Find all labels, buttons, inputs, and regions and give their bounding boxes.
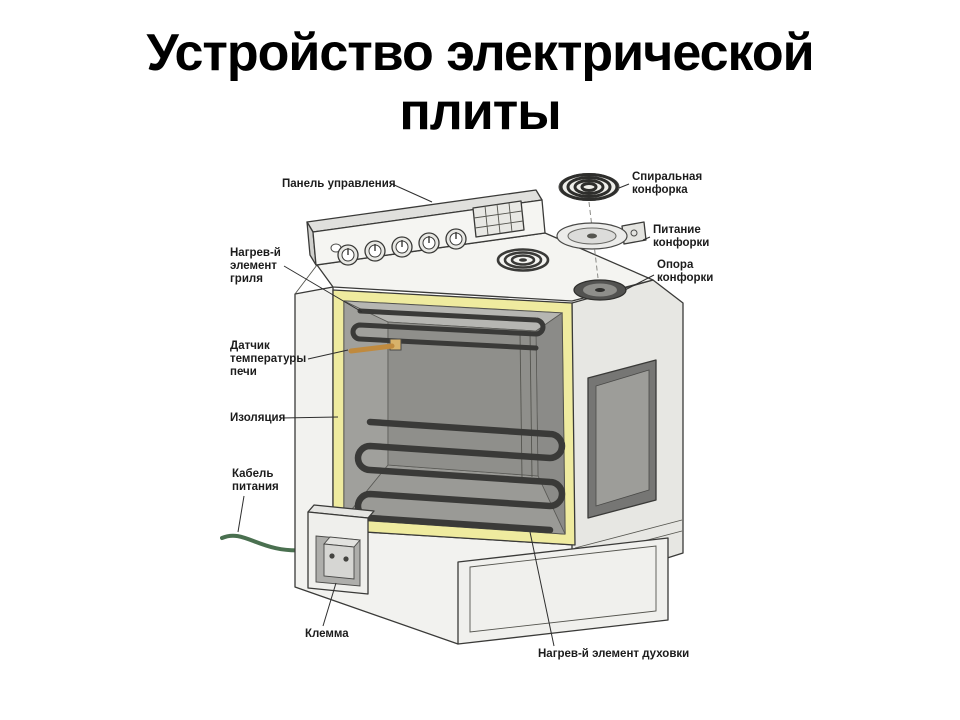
leader-control-panel (391, 183, 433, 203)
stove-diagram: Панель управления Спиральная конфорка Пи… (220, 160, 750, 705)
leader-terminal (322, 582, 337, 627)
control-knob (418, 232, 440, 254)
control-knob (391, 236, 413, 258)
label-control-panel: Панель управления (282, 178, 396, 190)
control-panel (306, 189, 546, 266)
burner-ring (510, 254, 536, 266)
label-temp-sensor-1: Датчик (230, 340, 270, 352)
label-temp-sensor-3: печи (230, 366, 257, 378)
terminal-screw (329, 553, 335, 559)
clock-display (472, 200, 525, 238)
label-oven-element: Нагрев-й элемент духовки (538, 648, 689, 660)
stove-illustration: Панель управления Спиральная конфорка Пи… (220, 171, 713, 660)
leader-oven-element (529, 531, 555, 647)
control-knob (337, 244, 359, 266)
label-power-cable-2: питания (232, 481, 279, 493)
cavity-back-wall (387, 321, 539, 477)
leader-burner-power (642, 236, 651, 241)
cooktop-burner (496, 248, 550, 272)
page-title-line-2: плиты (399, 83, 561, 142)
drip-pan (556, 222, 628, 250)
control-knob (445, 228, 467, 250)
power-cable-line (220, 533, 308, 553)
terminal-block (323, 536, 361, 580)
labels: Панель управления Спиральная конфорка Пи… (230, 171, 713, 660)
label-burner-support-1: Опора (657, 259, 694, 271)
oven-cavity (343, 300, 566, 535)
label-burner-support-2: конфорки (657, 272, 713, 284)
label-spiral-burner-1: Спиральная (632, 171, 702, 183)
rack-guide-line (529, 330, 533, 478)
side-cutout-panel (595, 369, 650, 507)
burner-center (519, 258, 527, 262)
spiral-burner-coil (558, 173, 620, 201)
sensor-probe (348, 343, 395, 354)
leader-temp-sensor (307, 349, 349, 360)
side-vent-line (574, 519, 683, 549)
leader-burner-support (624, 274, 655, 291)
leader-power-cable (237, 495, 245, 533)
terminal-screw (343, 556, 349, 562)
page-title-line-1: Устройство электрической (146, 24, 814, 82)
oven-temp-sensor (348, 338, 402, 354)
leader-grill-element (283, 265, 363, 313)
label-terminal: Клемма (305, 628, 349, 640)
drawer-front (457, 537, 669, 645)
label-grill-element-3: гриля (230, 273, 263, 285)
label-spiral-burner-2: конфорка (632, 184, 688, 196)
leader-spiral-burner (618, 183, 630, 189)
label-temp-sensor-2: температуры (230, 353, 306, 365)
burner-support-ring (573, 279, 627, 301)
assembly-axis-line (588, 201, 599, 279)
grill-heating-element (350, 308, 546, 351)
leader-insulation (280, 416, 339, 419)
label-grill-element-1: Нагрев-й (230, 247, 281, 259)
burner-ring (503, 251, 543, 269)
oven-heating-element (354, 418, 566, 534)
storage-drawer (457, 537, 669, 645)
label-power-cable-1: Кабель (232, 468, 273, 480)
label-grill-element-2: элемент (230, 260, 277, 272)
control-knob (364, 240, 386, 262)
label-burner-power-1: Питание (653, 224, 701, 236)
burner-ring (496, 248, 550, 272)
power-cable (220, 533, 308, 553)
page-title: Устройство электрической плиты (0, 24, 960, 143)
terminal-compartment (307, 504, 375, 595)
leader-lines (237, 183, 655, 647)
control-knobs (337, 228, 467, 266)
label-insulation: Изоляция (230, 412, 285, 424)
drawer-inset (469, 545, 657, 633)
label-burner-power-2: конфорки (653, 237, 709, 249)
